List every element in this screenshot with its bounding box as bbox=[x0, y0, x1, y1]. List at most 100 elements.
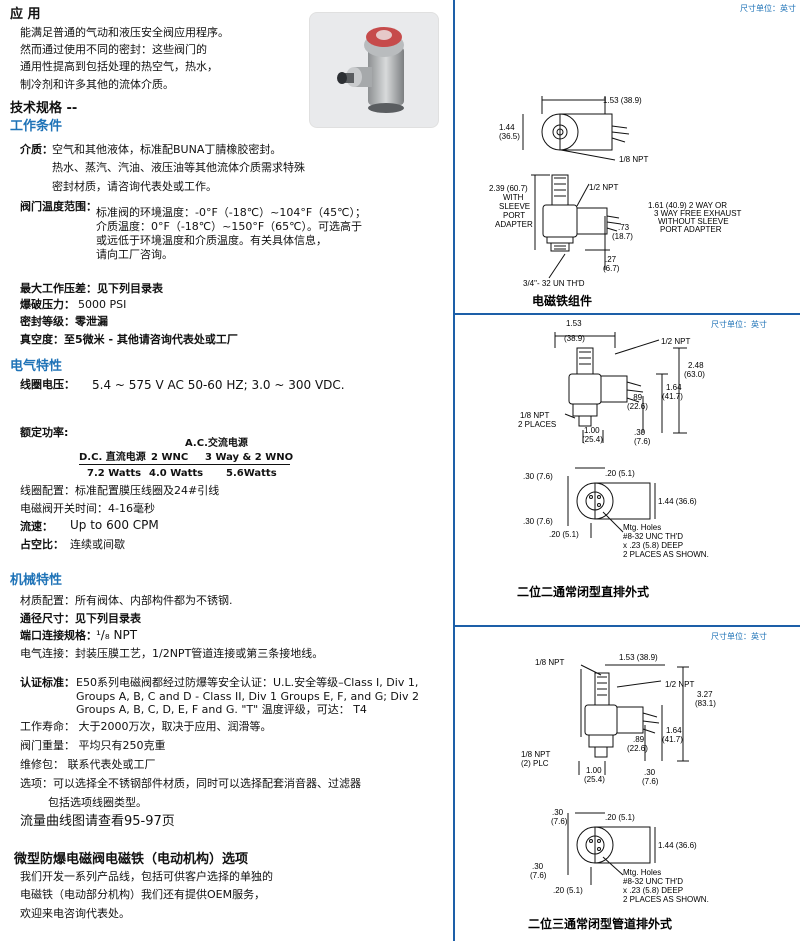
mechanical-heading: 机械特性 bbox=[10, 573, 63, 588]
temp-label: 阀门温度范围： bbox=[20, 200, 97, 213]
dim3-83-1: (83.1) bbox=[695, 699, 716, 708]
dim-thread: 3/4"- 32 UN TH'D bbox=[523, 279, 585, 288]
dim-1-61: 1.61 (40.9) 2 WAY OR bbox=[648, 201, 727, 210]
vacuum: 真空度：至5微米 - 其他请咨询代表处或工厂 bbox=[20, 333, 238, 346]
dim3-1-8-npt: 1/8 NPT bbox=[521, 750, 550, 759]
dim3-b2-0-20: .20 (5.1) bbox=[553, 886, 583, 895]
dim3-7-6: (7.6) bbox=[642, 777, 659, 786]
dim2-0-30: .30 bbox=[634, 428, 646, 437]
temp-line-4: 请向工厂咨询。 bbox=[96, 248, 173, 261]
coil-voltage-value: 5.4 ~ 575 V AC 50-60 HZ; 3.0 ~ 300 VDC. bbox=[92, 378, 345, 392]
dim2-0-89: .89 bbox=[631, 393, 643, 402]
dim3-3-27: 3.27 bbox=[697, 690, 713, 699]
dim3-b2-7-6: (7.6) bbox=[530, 871, 547, 880]
micro-line-3: 欢迎来电咨询代表处。 bbox=[20, 907, 130, 920]
options-line-1: 选项：可以选择全不锈钢部件材质，同时可以选择配套消音器、过滤器 bbox=[20, 777, 361, 790]
app-line-1: 能满足普通的气动和液压安全阀应用程序。 bbox=[20, 26, 229, 39]
dim-2-39: 2.39 (60.7) bbox=[489, 184, 528, 193]
max-pressure: 最大工作压差：见下列目录表 bbox=[20, 282, 163, 295]
dim3-shown: 2 PLACES AS SHOWN. bbox=[623, 895, 709, 904]
three-way-nc-diagram: 1/8 NPT 1.53 (38.9) 1/2 NPT 3.27 (83.1) … bbox=[521, 653, 716, 931]
micro-line-2: 电磁铁（电动部分机构）我们还有提供OEM服务， bbox=[20, 888, 266, 901]
dim2-2-places: 2 PLACES bbox=[518, 420, 556, 429]
dim2-b2-0-20: .20 (5.1) bbox=[549, 530, 579, 539]
dim3-mtg: Mtg. Holes bbox=[623, 868, 661, 877]
dim-port: PORT bbox=[503, 211, 525, 220]
dim-without: WITHOUT SLEEVE bbox=[658, 217, 729, 226]
dim2-1-00: 1.00 bbox=[584, 426, 600, 435]
unit-label-2: 尺寸单位：英寸 bbox=[711, 320, 767, 329]
dim3-1-44: 1.44 (36.6) bbox=[658, 841, 697, 850]
medium-line-1: 空气和其他液体，标准配BUNA丁腈橡胶密封。 bbox=[52, 143, 282, 156]
electrical-heading: 电气特性 bbox=[10, 359, 63, 374]
duty-value: 连续或间歇 bbox=[70, 538, 125, 551]
caption-solenoid-assembly: 电磁铁组件 bbox=[532, 293, 592, 308]
unit-label-3: 尺寸单位：英寸 bbox=[711, 632, 767, 641]
dim2-63-0: (63.0) bbox=[684, 370, 705, 379]
valve-weight: 阀门重量： 平均只有250克重 bbox=[20, 739, 166, 752]
speed-value: Up to 600 CPM bbox=[70, 518, 159, 532]
port-label: 端口连接规格： bbox=[20, 629, 97, 642]
dim-0-27: .27 bbox=[605, 255, 617, 264]
dim-18-7: (18.7) bbox=[612, 232, 633, 241]
coil-config: 线圈配置：标准配置膜压线圈及24#引线 bbox=[20, 484, 220, 497]
switch-time: 电磁阀开关时间：4-16毫秒 bbox=[20, 502, 155, 515]
material: 材质配置：所有阀体、内部构件都为不锈钢. bbox=[20, 594, 233, 607]
product-photo bbox=[309, 12, 439, 128]
power-table-rule bbox=[79, 464, 290, 465]
dc-header: D.C. 直流电源 bbox=[79, 452, 146, 463]
dim2-38-9: (38.9) bbox=[564, 334, 585, 343]
dim3-2-plc: (2) PLC bbox=[521, 759, 549, 768]
dim3-0-30: .30 bbox=[644, 768, 656, 777]
dim-1-2-npt: 1/2 NPT bbox=[589, 183, 618, 192]
power-label: 额定功率: bbox=[20, 426, 69, 439]
dim2-unc: #8-32 UNC TH'D bbox=[623, 532, 683, 541]
dim-0-73: .73 bbox=[618, 223, 630, 232]
caption-two-way-nc: 二位二通常闭型直排外式 bbox=[517, 584, 649, 599]
dim-adapter: ADAPTER bbox=[495, 220, 533, 229]
dim2-1-2-npt: 1/2 NPT bbox=[661, 337, 690, 346]
dim3-1-2-npt: 1/2 NPT bbox=[665, 680, 694, 689]
coil-voltage-label: 线圈电压： bbox=[20, 378, 75, 391]
wnc-header: 2 WNC bbox=[151, 452, 189, 463]
burst-label: 爆破压力： bbox=[20, 298, 75, 311]
dim3-41-7: (41.7) bbox=[662, 735, 683, 744]
wno-watts: 5.6Watts bbox=[226, 468, 277, 479]
dim-36-5: (36.5) bbox=[499, 132, 520, 141]
solenoid-assembly-diagram: 1.53 (38.9) 1.44 (36.5) 1/8 NPT 1/2 NPT … bbox=[489, 96, 742, 308]
port-value: ¹/₈ NPT bbox=[96, 628, 138, 642]
dim3-unc: #8-32 UNC TH'D bbox=[623, 877, 683, 886]
duty-label: 占空比： bbox=[20, 538, 64, 551]
dim2-1-8-npt: 1/8 NPT bbox=[520, 411, 549, 420]
options-line-2: 包括选项线圈类型。 bbox=[48, 796, 147, 809]
dim3-22-6: (22.6) bbox=[627, 744, 648, 753]
work-conditions-heading: 工作条件 bbox=[10, 119, 63, 134]
dim2-1-53: 1.53 bbox=[566, 319, 582, 328]
dim-6-7: (6.7) bbox=[603, 264, 620, 273]
dim3-0-89: .89 bbox=[633, 735, 645, 744]
column-divider bbox=[453, 0, 455, 941]
dim2-b-0-20: .20 (5.1) bbox=[605, 469, 635, 478]
dim3-b-0-20: .20 (5.1) bbox=[605, 813, 635, 822]
dim2-41-7: (41.7) bbox=[662, 392, 683, 401]
app-line-2: 然而通过使用不同的密封：这些阀门的 bbox=[20, 43, 207, 56]
medium-line-3: 密封材质，请咨询代表处或工作。 bbox=[52, 180, 217, 193]
burst-value: 5000 PSI bbox=[78, 298, 127, 311]
dim2-shown: 2 PLACES AS SHOWN. bbox=[623, 550, 709, 559]
flow-note: 流量曲线图请查看95-97页 bbox=[20, 814, 175, 829]
ac-header: A.C.交流电源 bbox=[185, 438, 248, 449]
repair-kit: 维修包： 联系代表处或工厂 bbox=[20, 758, 156, 771]
service-life: 工作寿命： 大于2000万次，取决于应用、润滑等。 bbox=[20, 720, 272, 733]
medium-label: 介质： bbox=[20, 143, 53, 156]
section-divider-2 bbox=[453, 625, 800, 627]
micro-line-1: 我们开发一系列产品线，包括可供客户选择的单独的 bbox=[20, 870, 273, 883]
temp-line-2: 介质温度：0°F（-18℃）~150°F（65℃）。可选高于 bbox=[96, 220, 363, 233]
medium-line-2: 热水、蒸汽、汽油、液压油等其他流体介质需求特殊 bbox=[52, 161, 305, 174]
section-divider-1 bbox=[453, 313, 800, 315]
app-line-4: 制冷剂和许多其他的流体介质。 bbox=[20, 78, 174, 91]
app-line-3: 通用性提高到包括处理的热空气，热水， bbox=[20, 60, 218, 73]
dim2-2-48: 2.48 bbox=[688, 361, 704, 370]
caption-three-way-nc: 二位三通常闭型管道排外式 bbox=[528, 916, 672, 931]
dim2-7-6: (7.6) bbox=[634, 437, 651, 446]
dim-1-8-npt: 1/8 NPT bbox=[619, 155, 648, 164]
